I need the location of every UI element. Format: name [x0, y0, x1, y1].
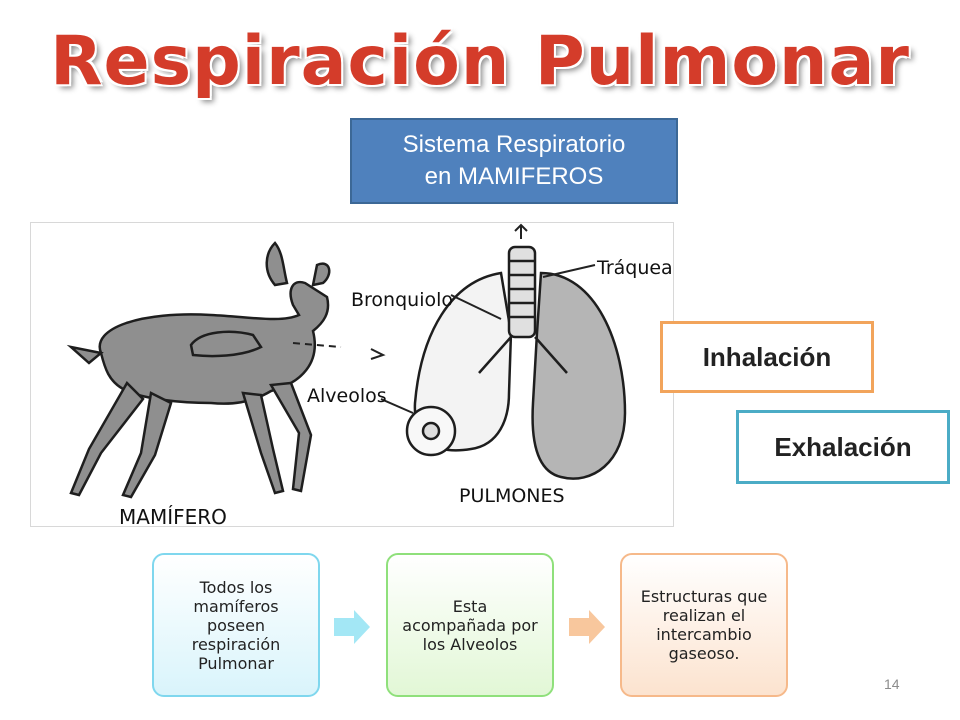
pulmones-label: PULMONES — [459, 485, 565, 507]
exhalacion-box: Exhalación — [736, 410, 950, 484]
alveolos-label: Alveolos — [307, 385, 387, 407]
bronquiolo-label: Bronquiolo — [351, 289, 454, 311]
slide-title: Respiración Pulmonar — [50, 22, 910, 101]
illustration-svg — [66, 223, 627, 499]
system-box-line1: Sistema Respiratorio — [402, 131, 626, 158]
flow-step-2: Esta acompañada por los Alveolos — [386, 553, 554, 697]
mamifero-label: MAMÍFERO — [119, 505, 227, 527]
system-box-line2: en MAMIFEROS — [424, 163, 604, 190]
deer-figure — [66, 241, 331, 499]
traquea-label: Tráquea — [597, 257, 673, 279]
flow-step-1: Todos los mamíferos poseen respiración P… — [152, 553, 320, 697]
deer-lungs-illustration: MAMÍFERO PULMONES Tráquea Bronquiolo Alv… — [30, 222, 674, 527]
flow-arrow-2 — [569, 610, 605, 644]
system-box: Sistema Respiratorio en MAMIFEROS — [350, 118, 678, 204]
lungs-figure — [405, 245, 627, 480]
flow-arrow-1 — [334, 610, 370, 644]
flow-step-3: Estructuras que realizan el intercambio … — [620, 553, 788, 697]
slide-number: 14 — [884, 676, 900, 692]
inhalacion-box: Inhalación — [660, 321, 874, 393]
